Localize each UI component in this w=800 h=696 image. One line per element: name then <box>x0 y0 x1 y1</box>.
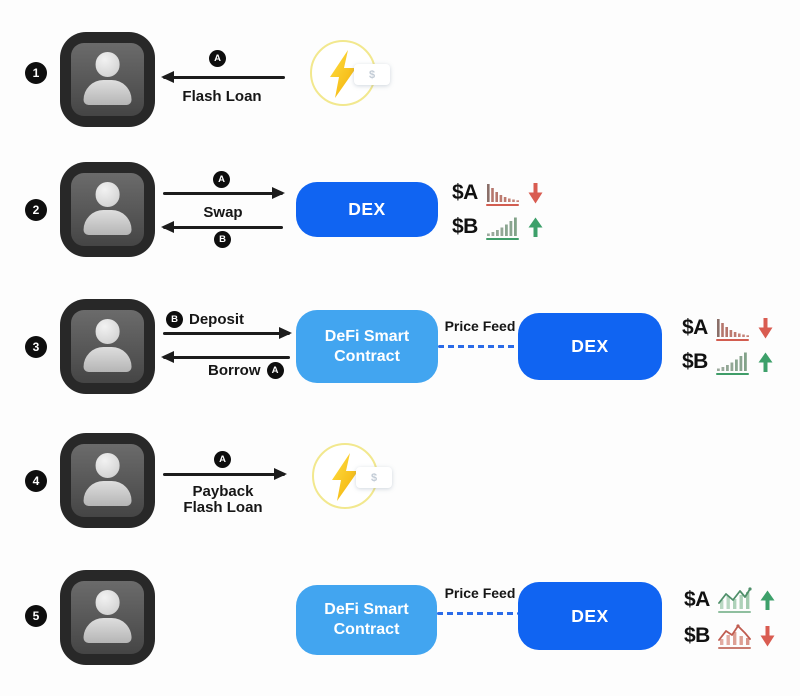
recovering-line-chart-icon <box>717 587 752 613</box>
money-tag-icon: $ <box>356 467 392 488</box>
price-feed-label: Price Feed <box>444 585 516 601</box>
step-2-number-badge: 2 <box>25 199 47 221</box>
bars-rising-chart-icon <box>715 352 749 375</box>
person-icon <box>95 453 120 479</box>
user-avatar <box>60 433 155 528</box>
token-a-badge: A <box>214 451 231 468</box>
money-tag-icon: $ <box>354 64 390 85</box>
trend-up-arrow-icon <box>528 217 543 237</box>
person-body-icon <box>83 210 132 236</box>
token-b-trend: $B <box>452 213 543 241</box>
step-1-number-badge: 1 <box>25 62 47 84</box>
bars-rising-chart-icon <box>485 217 519 240</box>
borrow-label-row: Borrow A <box>208 362 284 379</box>
price-feed-label: Price Feed <box>444 318 516 334</box>
person-body-icon <box>83 618 132 644</box>
bars-declining-chart-icon <box>485 184 519 206</box>
person-icon <box>95 319 120 345</box>
avatar-frame <box>71 173 144 246</box>
arrow-head-right-icon <box>272 187 285 200</box>
trend-down-arrow-icon <box>758 318 773 339</box>
token-a-trend: $A <box>684 586 775 614</box>
token-b-trend: $B <box>684 622 775 650</box>
arrow-head-right-icon <box>274 468 287 481</box>
price-feed-dashed-link <box>438 345 518 348</box>
deposit-arrow <box>163 327 292 340</box>
token-b-label: $B <box>452 215 478 238</box>
user-avatar <box>60 162 155 257</box>
defi-smart-contract-box: DeFi Smart Contract <box>296 585 437 655</box>
person-icon <box>95 52 120 78</box>
person-icon <box>95 182 120 208</box>
trend-up-arrow-icon <box>760 590 775 610</box>
token-a-label: $A <box>452 181 478 204</box>
payback-label-line1: Payback <box>192 483 254 500</box>
token-a-badge: A <box>266 362 284 379</box>
person-body-icon <box>83 347 132 373</box>
deposit-label: Deposit <box>189 311 245 328</box>
person-icon <box>95 590 120 616</box>
token-a-trend: $A <box>682 314 773 342</box>
token-b-trend: $B <box>682 348 773 376</box>
avatar-frame <box>71 581 144 654</box>
token-a-label: $A <box>682 316 708 339</box>
arrow-head-right-icon <box>279 327 292 340</box>
flash-loan-icon: $ <box>310 40 410 110</box>
step-4-number-badge: 4 <box>25 470 47 492</box>
deposit-label-row: B Deposit <box>166 311 244 328</box>
payback-label-line2: Flash Loan <box>183 499 263 516</box>
token-a-label: $A <box>684 588 710 611</box>
flash-loan-icon: $ <box>312 443 412 513</box>
step-5-number-badge: 5 <box>25 605 47 627</box>
flash-loan-label: Flash Loan <box>182 88 262 105</box>
user-avatar <box>60 32 155 127</box>
trend-up-arrow-icon <box>758 352 773 372</box>
borrow-arrow <box>161 351 290 364</box>
trend-down-arrow-icon <box>528 183 543 204</box>
dex-box: DEX <box>296 182 438 237</box>
token-b-label: $B <box>684 624 710 647</box>
payback-arrow <box>163 468 287 481</box>
arrow-head-left-icon <box>161 351 174 364</box>
token-a-badge: A <box>209 50 226 67</box>
flash-loan-arrow <box>161 71 285 84</box>
arrow-head-left-icon <box>161 221 174 234</box>
person-body-icon <box>83 481 132 507</box>
dex-box: DEX <box>518 582 662 650</box>
lightning-bolt-icon <box>330 50 356 98</box>
peaking-line-chart-icon <box>717 624 751 649</box>
swap-label: Swap <box>203 204 243 221</box>
step-3-number-badge: 3 <box>25 336 47 358</box>
avatar-frame <box>71 444 144 517</box>
swap-in-arrow <box>161 221 283 234</box>
swap-out-arrow <box>163 187 285 200</box>
user-avatar <box>60 570 155 665</box>
borrow-label: Borrow <box>208 362 261 379</box>
avatar-frame <box>71 310 144 383</box>
dex-box: DEX <box>518 313 662 380</box>
token-b-badge: B <box>166 311 183 328</box>
arrow-head-left-icon <box>161 71 174 84</box>
avatar-frame <box>71 43 144 116</box>
defi-smart-contract-box: DeFi Smart Contract <box>296 310 438 383</box>
token-b-badge: B <box>214 231 231 248</box>
payback-flash-loan-label: Payback Flash Loan <box>153 484 293 516</box>
lightning-bolt-icon <box>332 453 358 501</box>
person-body-icon <box>83 80 132 106</box>
token-a-badge: A <box>213 171 230 188</box>
user-avatar <box>60 299 155 394</box>
price-feed-dashed-link <box>437 612 518 615</box>
token-b-label: $B <box>682 350 708 373</box>
bars-declining-chart-icon <box>715 319 749 341</box>
trend-down-arrow-icon <box>760 626 775 647</box>
token-a-trend: $A <box>452 179 543 207</box>
